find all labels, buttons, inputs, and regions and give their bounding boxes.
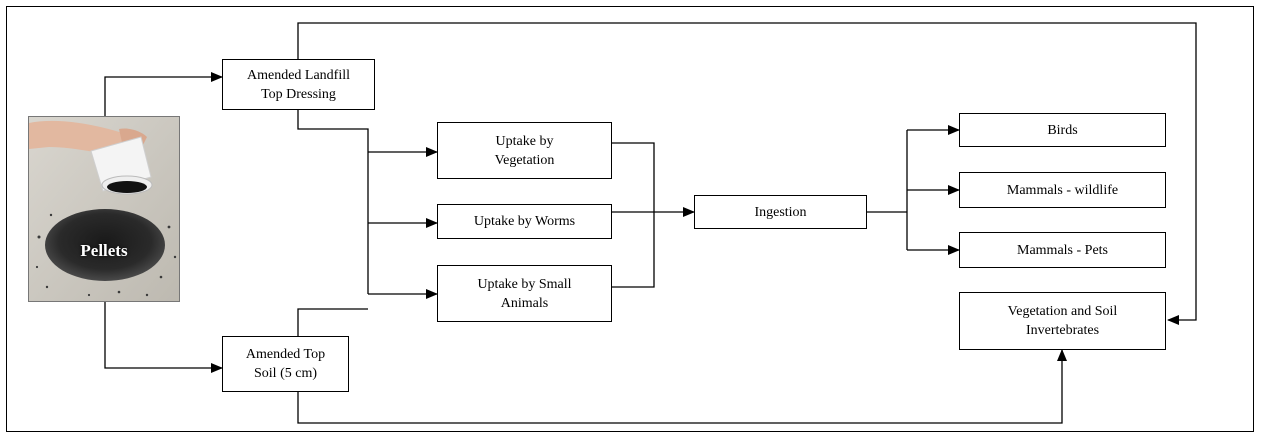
vegetation-soil-invertebrates-line1: Vegetation and Soil: [1007, 304, 1118, 319]
line-topsoil-to-bus: [297, 308, 368, 336]
pellets-label: Pellets: [80, 241, 128, 260]
uptake-vegetation-line1: Uptake by: [495, 133, 554, 149]
arrow-pellets-to-topsoil: [104, 302, 223, 373]
amended-top-soil-line2: Soil (5 cm): [254, 366, 317, 381]
mammals-wildlife-box: Mammals - wildlife: [959, 172, 1166, 208]
landfill-top-dressing-line1: Amended Landfill: [246, 67, 351, 83]
ingestion-label: Ingestion: [754, 204, 807, 220]
pellets-photo: Pellets: [28, 116, 180, 302]
landfill-top-dressing-box: Amended Landfill Top Dressing: [222, 59, 375, 110]
diagram-frame: [6, 6, 1254, 432]
uptake-worms-label: Uptake by Worms: [473, 214, 576, 229]
line-veg-uptake-to-merge: [612, 142, 655, 288]
arrow-topsoil-to-veg-soil: [297, 349, 1067, 424]
pellets-image: [29, 117, 179, 301]
uptake-small-animals-line2: Animals: [500, 295, 549, 311]
line-landfill-to-bus: [297, 110, 369, 294]
birds-label: Birds: [1047, 122, 1078, 138]
uptake-worms-box: Uptake by Worms: [437, 204, 612, 239]
uptake-vegetation-box: Uptake by Vegetation: [437, 122, 612, 179]
amended-top-soil-line1: Amended Top: [245, 347, 326, 362]
mammals-pets-label: Mammals - Pets: [1017, 242, 1108, 258]
birds-box: Birds: [959, 113, 1166, 147]
amended-top-soil-box: Amended Top Soil (5 cm): [222, 336, 349, 392]
uptake-small-animals-line1: Uptake by Small: [477, 276, 572, 292]
mammals-wildlife-label: Mammals - wildlife: [1006, 182, 1119, 198]
arrow-landfill-to-veg-soil: [297, 22, 1197, 325]
ingestion-box: Ingestion: [694, 195, 867, 229]
uptake-small-animals-box: Uptake by Small Animals: [437, 265, 612, 322]
arrow-pellets-to-landfill: [104, 72, 223, 116]
mammals-pets-box: Mammals - Pets: [959, 232, 1166, 268]
vegetation-soil-invertebrates-line2: Invertebrates: [1025, 323, 1100, 338]
landfill-top-dressing-line2: Top Dressing: [261, 86, 336, 102]
vegetation-soil-invertebrates-box: Vegetation and Soil Invertebrates: [959, 292, 1166, 350]
uptake-vegetation-line2: Vegetation: [494, 152, 555, 168]
